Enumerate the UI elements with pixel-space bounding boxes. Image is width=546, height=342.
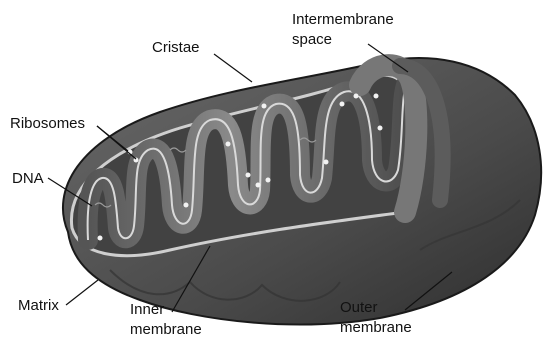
leader-matrix (66, 280, 98, 305)
label-outer-line1: Outer (340, 299, 378, 316)
ribosome-dot (262, 104, 267, 109)
leader-cristae (214, 54, 252, 82)
ribosome-dot (256, 183, 261, 188)
ribosome-dot (354, 94, 359, 99)
label-inner-line2: membrane (130, 321, 202, 338)
ribosome-dot (184, 203, 189, 208)
ribosome-dot (266, 178, 271, 183)
label-intermembrane-line2: space (292, 31, 332, 48)
label-outer-line2: membrane (340, 319, 412, 336)
ribosome-dot (378, 126, 383, 131)
ribosome-dot (226, 142, 231, 147)
label-cristae: Cristae (152, 39, 200, 56)
label-dna: DNA (12, 170, 44, 187)
label-ribosomes: Ribosomes (10, 115, 85, 132)
ribosome-dot (324, 160, 329, 165)
label-intermembrane-line1: Intermembrane (292, 11, 394, 28)
label-matrix: Matrix (18, 297, 59, 314)
ribosome-dot (374, 94, 379, 99)
ribosome-dot (246, 173, 251, 178)
label-inner-line1: Inner (130, 301, 164, 318)
ribosome-dot (340, 102, 345, 107)
ribosome-dot (98, 236, 103, 241)
